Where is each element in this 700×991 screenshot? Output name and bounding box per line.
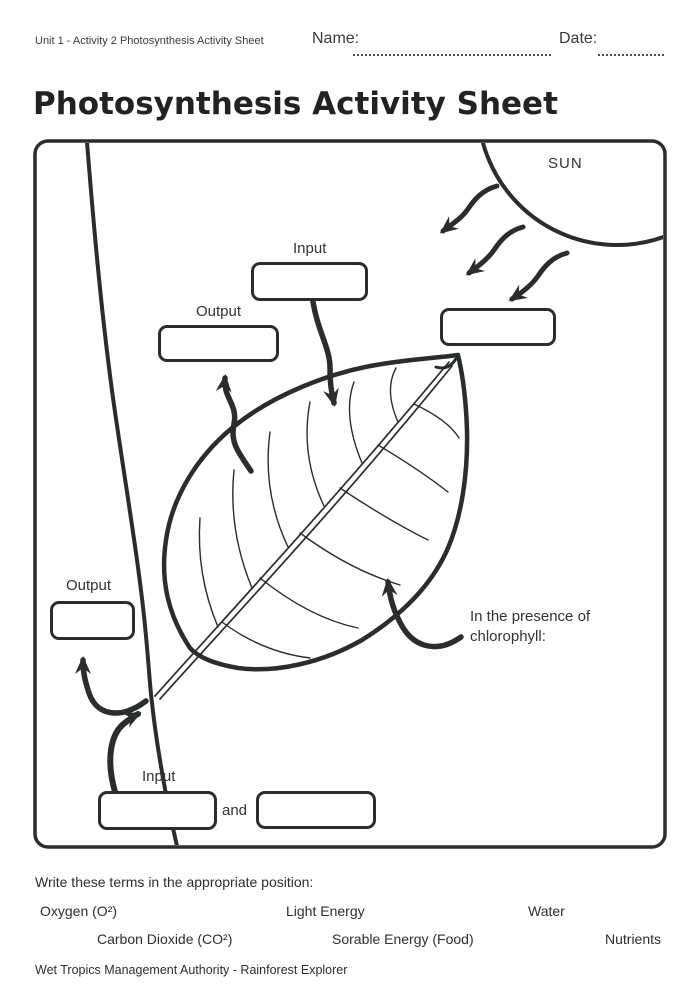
- term-sorable-energy: Sorable Energy (Food): [332, 931, 474, 947]
- leaf-veins-upper: [198, 367, 399, 628]
- tree-branch-line: [85, 143, 179, 845]
- arrow-stem-to-left-output: [75, 656, 149, 716]
- term-light-energy: Light Energy: [286, 903, 365, 919]
- arrow-note-to-leaf: [381, 578, 464, 650]
- term-nutrients: Nutrients: [605, 931, 662, 947]
- bottom-input-label: Input: [142, 768, 176, 785]
- terms-instruction: Write these terms in the appropriate pos…: [35, 874, 314, 890]
- chlorophyll-note: In the presence of chlorophyll:: [470, 607, 590, 647]
- answer-box-top-output[interactable]: [158, 325, 279, 362]
- arrow-leaf-to-top-output: [215, 374, 254, 474]
- footer-credit: Wet Tropics Management Authority - Rainf…: [35, 963, 348, 977]
- arrow-bottom-input-to-stem: [107, 711, 142, 795]
- top-output-label: Output: [196, 303, 242, 320]
- answer-box-bottom-input-1[interactable]: [98, 791, 217, 830]
- chlorophyll-note-line1: In the presence of: [470, 608, 591, 625]
- answer-box-bottom-input-2[interactable]: [256, 791, 376, 829]
- term-water: Water: [528, 903, 565, 919]
- term-carbon-dioxide: Carbon Dioxide (CO²): [97, 931, 233, 947]
- page-title: Photosynthesis Activity Sheet: [33, 86, 558, 122]
- answer-box-left-output[interactable]: [50, 601, 135, 640]
- chlorophyll-note-line2: chlorophyll:: [470, 628, 546, 645]
- diagram-frame: [33, 139, 667, 849]
- unit-activity-line: Unit 1 - Activity 2 Photosynthesis Activ…: [35, 35, 264, 47]
- leaf-tip-curl: [434, 353, 460, 370]
- sun-circle: [476, 143, 663, 247]
- top-input-label: Input: [293, 240, 327, 257]
- answer-box-top-input[interactable]: [251, 262, 368, 301]
- sun-ray-arrow-1: [439, 183, 500, 234]
- term-oxygen: Oxygen (O²): [40, 903, 118, 919]
- sun-ray-arrow-3: [508, 250, 570, 302]
- left-output-label: Output: [66, 577, 112, 594]
- date-label: Date:: [559, 30, 598, 47]
- arrow-input-to-leaf: [310, 299, 339, 407]
- sun-label: SUN: [548, 155, 583, 172]
- date-write-line[interactable]: [598, 40, 664, 56]
- sun-ray-arrow-2: [465, 224, 526, 276]
- name-label: Name:: [312, 30, 360, 47]
- answer-box-sun-input[interactable]: [440, 308, 556, 346]
- leaf-midrib: [154, 361, 453, 700]
- and-label: and: [222, 802, 248, 819]
- name-write-line[interactable]: [353, 40, 551, 56]
